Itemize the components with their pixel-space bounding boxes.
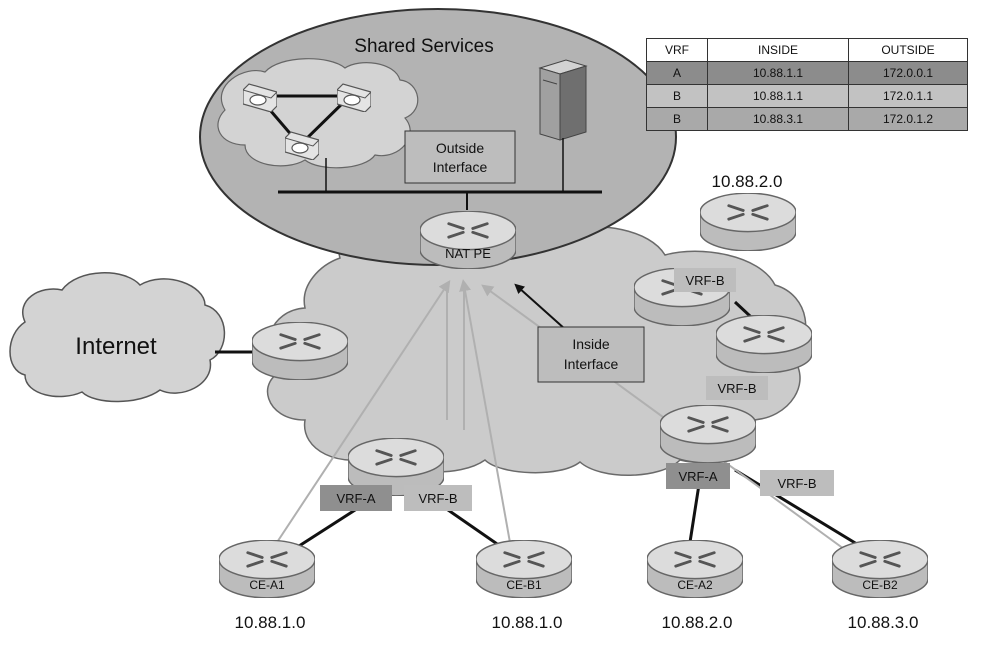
outside-interface-label-line1: Outside [436,140,484,156]
table-header-vrf: VRF [646,38,708,62]
table-cell: B [646,107,708,131]
shared-inner-cloud [217,58,419,169]
table-cell: 172.0.1.2 [848,107,968,131]
vrf-b-label-right: VRF-B [778,476,817,491]
vrf-b-label-top: VRF-B [686,273,725,288]
inside-interface-box [537,326,645,383]
table-cell: 10.88.1.1 [707,84,849,108]
table-header-outside: OUTSIDE [848,38,968,62]
table-header-inside: INSIDE [707,38,849,62]
vrf-b-router-lower-icon [716,315,812,373]
table-cell: 10.88.1.1 [707,61,849,85]
vrf-a-label-right: VRF-A [679,469,718,484]
ce-b2-label: CE-B2 [862,578,898,592]
outside-interface-label-line2: Interface [433,159,488,175]
server-icon [538,59,588,141]
subnet-label-ce-b2: 10.88.3.0 [848,613,919,632]
ce-a1-label: CE-A1 [249,578,285,592]
subnet-label-top-right: 10.88.2.0 [712,172,783,191]
vrf-b-label-left: VRF-B [419,491,458,506]
internet-cloud [9,272,226,403]
vrf-b-label-mid: VRF-B [718,381,757,396]
nat-translation-table: VRF INSIDE OUTSIDE A 10.88.1.1 172.0.0.1… [646,38,968,131]
table-cell: 172.0.0.1 [848,61,968,85]
table-cell: B [646,84,708,108]
nat-pe-label: NAT PE [445,246,491,261]
table-row: B 10.88.1.1 172.0.1.1 [646,84,968,108]
inside-interface-label-line2: Interface [564,356,619,372]
table-row: B 10.88.3.1 172.0.1.2 [646,107,968,131]
shared-services-title: Shared Services [354,36,493,57]
table-row: A 10.88.1.1 172.0.0.1 [646,61,968,85]
outside-interface-box [404,130,516,184]
internet-label: Internet [75,333,157,360]
inside-interface-label-line1: Inside [572,336,610,352]
subnet-label-ce-a2: 10.88.2.0 [662,613,733,632]
vrf-b-router-top-icon [700,193,796,251]
subnet-label-ce-b1: 10.88.1.0 [492,613,563,632]
pe-router-right-icon [660,405,756,463]
table-cell: 10.88.3.1 [707,107,849,131]
table-cell: A [646,61,708,85]
vrf-a-label-left: VRF-A [337,491,376,506]
internet-edge-router-icon [252,322,348,380]
subnet-label-ce-a1: 10.88.1.0 [235,613,306,632]
ce-a2-label: CE-A2 [677,578,713,592]
ce-b1-label: CE-B1 [506,578,542,592]
table-cell: 172.0.1.1 [848,84,968,108]
